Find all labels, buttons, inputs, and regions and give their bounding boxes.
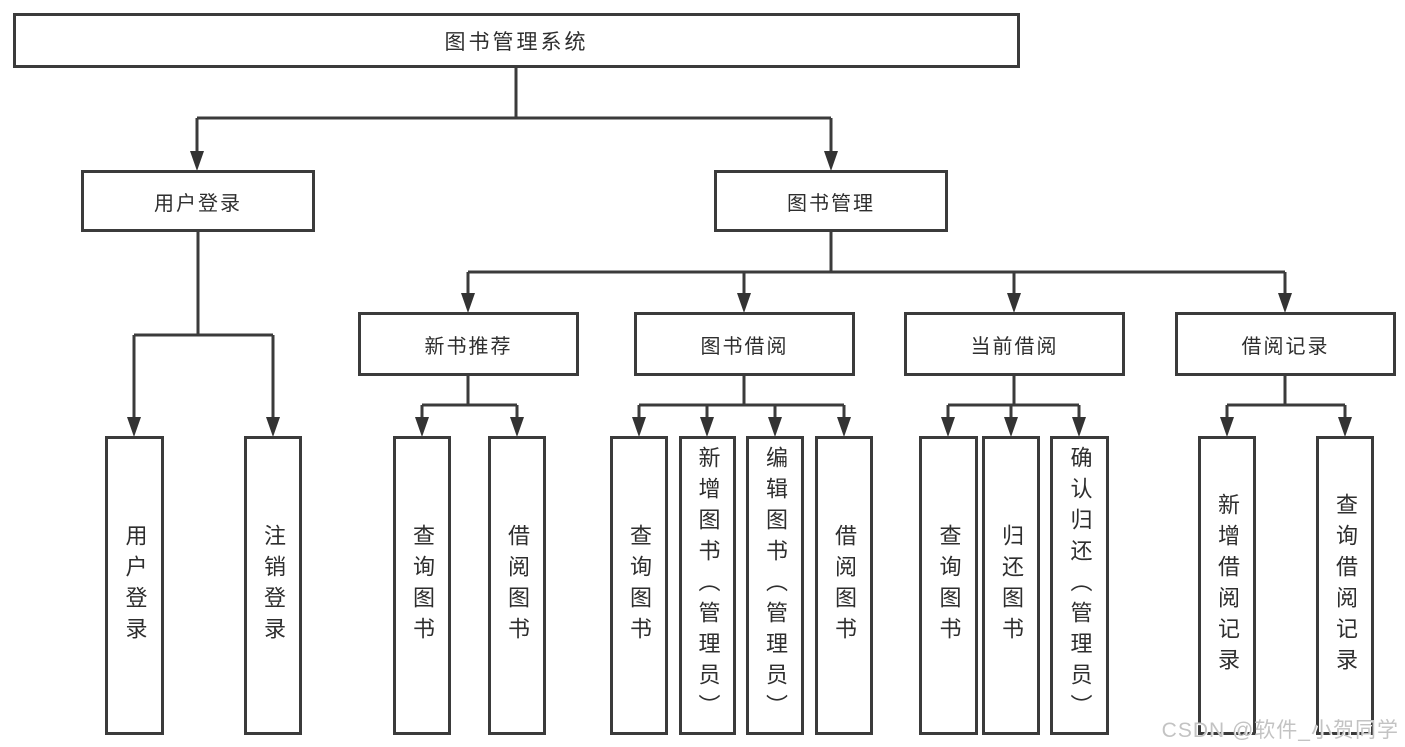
node-label: 图书管理 — [787, 192, 875, 215]
node-book-management: 图书管理 — [714, 170, 948, 232]
node-label: 注销登录 — [261, 523, 286, 648]
arrowhead-icons — [127, 151, 1352, 437]
node-label: 用户登录 — [154, 192, 242, 215]
leaf-query-books-current: 查询图书 — [919, 436, 978, 735]
node-label: 查询图书 — [627, 523, 652, 648]
leaf-add-book-admin: 新增图书（管理员） — [679, 436, 736, 735]
node-label: 借阅图书 — [505, 523, 530, 648]
node-label: 确认归还（管理员） — [1067, 446, 1093, 725]
leaf-confirm-return-admin: 确认归还（管理员） — [1050, 436, 1109, 735]
node-borrowing-records: 借阅记录 — [1175, 312, 1396, 376]
leaf-query-borrow-record: 查询借阅记录 — [1316, 436, 1374, 735]
node-label: 图书借阅 — [700, 335, 789, 358]
node-label: 归还图书 — [999, 523, 1024, 648]
node-label: 新书推荐 — [424, 335, 513, 358]
leaf-return-book: 归还图书 — [982, 436, 1040, 735]
node-label: 新增图书（管理员） — [695, 446, 721, 725]
leaf-edit-book-admin: 编辑图书（管理员） — [746, 436, 804, 735]
csdn-watermark: CSDN @软件_小贺同学 — [1161, 719, 1399, 742]
leaf-query-books-borrowing: 查询图书 — [610, 436, 668, 735]
node-library-system: 图书管理系统 — [13, 13, 1020, 68]
node-new-book-recommend: 新书推荐 — [358, 312, 579, 376]
node-label: 借阅记录 — [1241, 335, 1330, 358]
leaf-borrow-books-borrowing: 借阅图书 — [815, 436, 873, 735]
node-label: 查询借阅记录 — [1333, 492, 1358, 679]
node-label: 查询图书 — [410, 523, 435, 648]
node-label: 查询图书 — [936, 523, 962, 648]
node-label: 图书管理系统 — [444, 30, 589, 54]
leaf-borrow-books-recommend: 借阅图书 — [488, 436, 546, 735]
leaf-logout: 注销登录 — [244, 436, 302, 735]
node-label: 编辑图书（管理员） — [763, 446, 788, 725]
node-current-borrowing: 当前借阅 — [904, 312, 1125, 376]
node-label: 用户登录 — [122, 523, 148, 648]
node-book-borrowing: 图书借阅 — [634, 312, 855, 376]
leaf-add-borrow-record: 新增借阅记录 — [1198, 436, 1256, 735]
node-user-login: 用户登录 — [81, 170, 315, 232]
node-label: 当前借阅 — [970, 335, 1059, 358]
node-label: 借阅图书 — [832, 523, 857, 648]
leaf-user-login: 用户登录 — [105, 436, 164, 735]
leaf-query-books-recommend: 查询图书 — [393, 436, 451, 735]
node-label: 新增借阅记录 — [1215, 492, 1240, 679]
